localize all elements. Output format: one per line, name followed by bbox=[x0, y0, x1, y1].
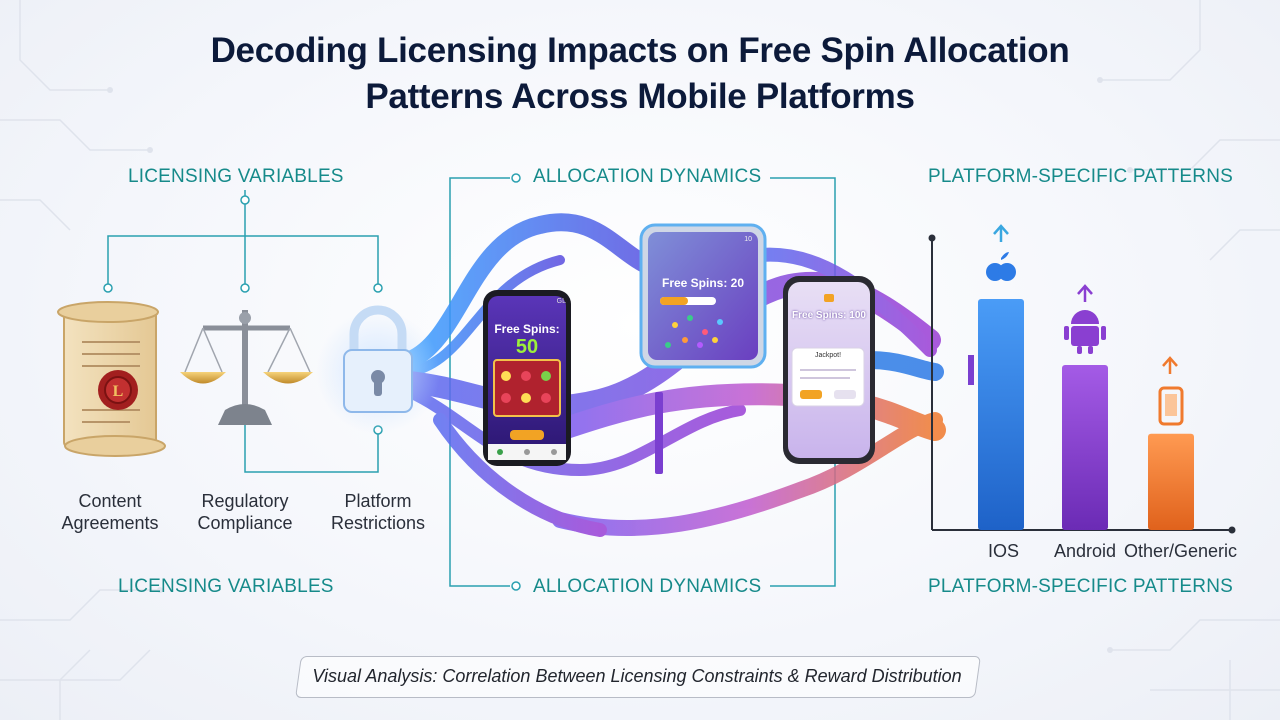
platform-heading-bottom: PLATFORM-SPECIFIC PATTERNS bbox=[928, 576, 1233, 597]
page-title-line2: Patterns Across Mobile Platforms bbox=[365, 77, 915, 116]
phone-right-dialog-title: Jackpot! bbox=[814, 352, 842, 359]
ios-arrow-icon bbox=[993, 224, 1009, 242]
allocation-heading-bottom: ALLOCATION DYNAMICS bbox=[533, 576, 762, 597]
bar-android bbox=[1062, 365, 1108, 530]
bar-label-ios: IOS bbox=[988, 541, 1020, 561]
apple-icon bbox=[986, 252, 1016, 281]
phone-right-free-spins: Free Spins: 100 bbox=[792, 310, 866, 321]
caption-text: Visual Analysis: Correlation Between Lic… bbox=[312, 666, 962, 686]
tablet-free-spins: Free Spins: 20 bbox=[661, 276, 745, 290]
allocation-heading-top: ALLOCATION DYNAMICS bbox=[533, 166, 762, 187]
bar-label-other: Other/Generic bbox=[1124, 541, 1238, 561]
tablet-device bbox=[639, 223, 767, 369]
phone-left-free-spins: Free Spins: bbox=[494, 322, 560, 336]
bar-other bbox=[1148, 433, 1194, 530]
svg-text:L: L bbox=[113, 383, 124, 400]
page-title-line1: Decoding Licensing Impacts on Free Spin … bbox=[210, 31, 1070, 70]
phone-left-spin-count: 50 bbox=[515, 336, 539, 358]
android-icon bbox=[1064, 310, 1106, 354]
scroll-seal-icon: L bbox=[57, 301, 166, 457]
android-arrow-icon bbox=[1077, 284, 1093, 302]
phone-left-device bbox=[483, 290, 571, 466]
tablet-status: 10 bbox=[744, 236, 752, 243]
phone-right-device bbox=[783, 276, 875, 464]
licensing-heading-top: LICENSING VARIABLES bbox=[128, 166, 344, 187]
bar-group bbox=[978, 299, 1194, 530]
phone-left-status: GL bbox=[556, 298, 566, 305]
phone-icon bbox=[1158, 386, 1184, 426]
bar-ios bbox=[978, 299, 1024, 530]
licensing-heading-bottom: LICENSING VARIABLES bbox=[118, 576, 334, 597]
platform-heading-top: PLATFORM-SPECIFIC PATTERNS bbox=[928, 166, 1233, 187]
scales-icon bbox=[180, 310, 313, 425]
bar-label-android: Android bbox=[1054, 541, 1117, 561]
other-arrow-icon bbox=[1162, 356, 1178, 374]
padlock-icon bbox=[316, 305, 440, 434]
